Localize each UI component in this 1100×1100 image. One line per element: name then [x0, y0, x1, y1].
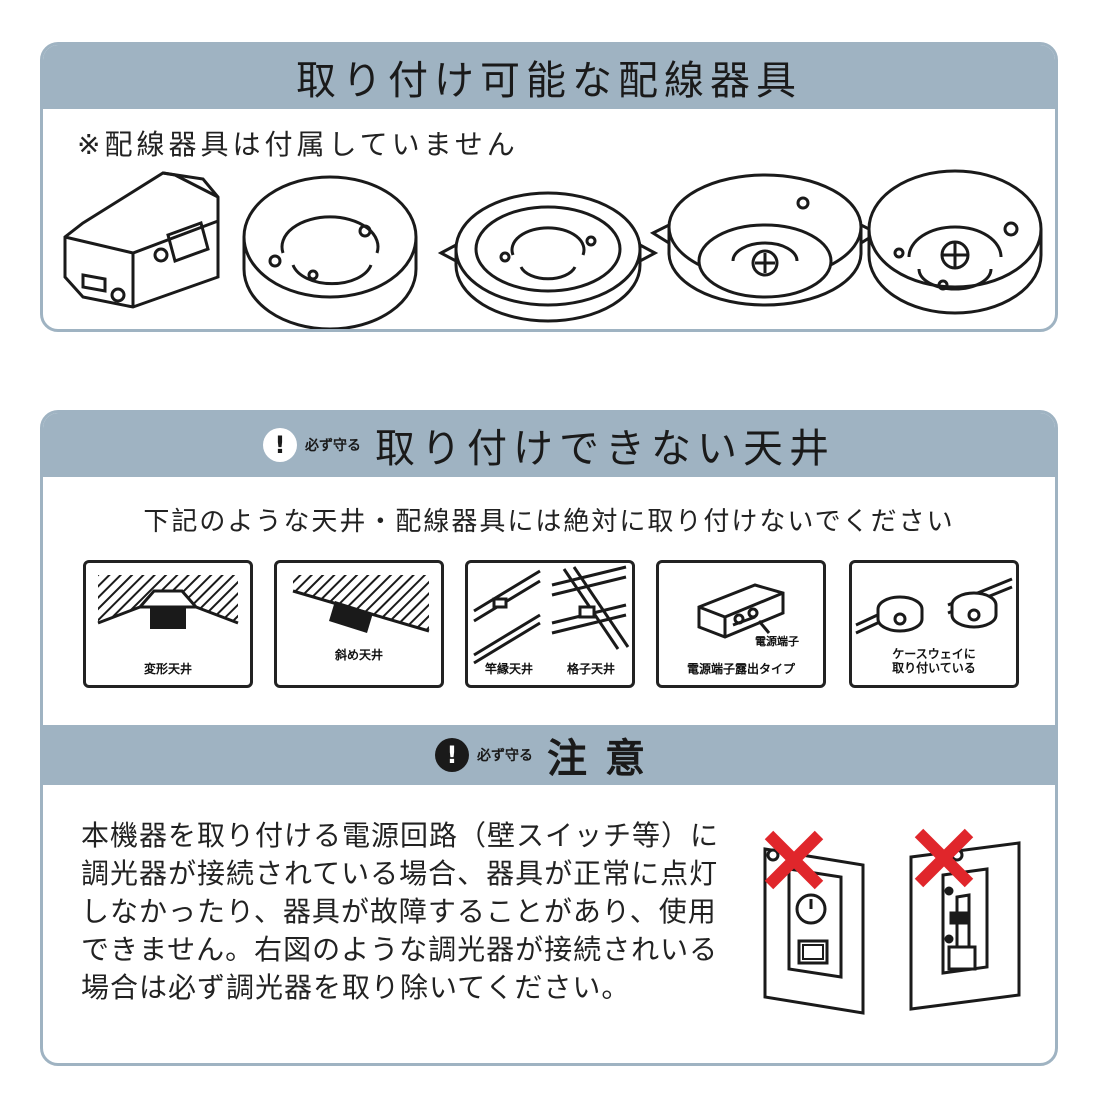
- caution-header: ! 必ず守る 注意: [43, 725, 1055, 785]
- dial-dimmer-switch-icon: [763, 847, 865, 1015]
- must-follow-label: 必ず守る: [305, 438, 361, 454]
- irregular-ceiling-icon: [97, 575, 239, 629]
- caution-exclamation-icon: !: [435, 738, 469, 772]
- not-included-note: ※配線器具は付属していません: [77, 128, 519, 161]
- prohibited-ceilings-panel: ! 必ず守る 取り付けできない天井 下記のような天井・配線器具には絶対に取り付け…: [40, 410, 1058, 1066]
- terminal-label: 電源端子: [755, 635, 799, 648]
- compatible-fixtures-title: 取り付け可能な配線器具: [296, 58, 802, 104]
- caution-title: 注意: [547, 736, 663, 782]
- card-exposed-terminal: 電源端子 電源端子露出タイプ: [656, 560, 826, 688]
- round-ceiling-plate-icon: [437, 191, 659, 323]
- sloped-ceiling-icon: [292, 575, 430, 633]
- prohibited-subtitle: 下記のような天井・配線器具には絶対に取り付けないでください: [143, 507, 955, 537]
- hook-ceiling-icon: [649, 173, 881, 307]
- fixture-illustrations: [63, 169, 1043, 329]
- caption-koushi: 格子天井: [566, 662, 615, 676]
- card-cableway: ケースウェイに 取り付いている: [849, 560, 1019, 688]
- caption-sloped: 斜め天井: [334, 648, 383, 662]
- card-sloped-ceiling: 斜め天井: [274, 560, 444, 688]
- slide-dimmer-switch-icon: [909, 841, 1021, 1011]
- card-irregular-ceiling: 変形天井: [83, 560, 253, 688]
- caption-cableway-line2: 取り付いている: [892, 661, 976, 675]
- round-hook-ceiling-icon: [867, 169, 1043, 315]
- prohibited-ceilings-header: ! 必ず守る 取り付けできない天井: [43, 413, 1055, 477]
- caution-paragraph: 本機器を取り付ける電源回路（壁スイッチ等）に調光器が接続されている場合、器具が正…: [81, 819, 720, 1004]
- compatible-fixtures-header: 取り付け可能な配線器具: [43, 45, 1055, 109]
- caution-must-mark: ! 必ず守る: [435, 738, 533, 772]
- prohibited-cross-icons: [764, 828, 974, 890]
- caution-must-label: 必ず守る: [477, 748, 533, 764]
- caption-beam: 竿縁天井 格子天井: [468, 660, 632, 677]
- exclamation-icon: !: [263, 428, 297, 462]
- caption-cableway-line1: ケースウェイに: [892, 647, 976, 661]
- must-follow-mark: ! 必ず守る: [263, 428, 361, 462]
- compatible-fixtures-panel: 取り付け可能な配線器具 ※配線器具は付属していません: [40, 42, 1058, 332]
- beam-ceiling-icon: [473, 565, 630, 665]
- caption-exposed: 電源端子露出タイプ: [686, 662, 795, 676]
- card-beam-ceiling: 竿縁天井 格子天井: [465, 560, 635, 688]
- caption-saobuchi: 竿縁天井: [484, 662, 533, 676]
- hikkake-rosette-icon: [63, 171, 220, 309]
- caption-cableway: ケースウェイに 取り付いている: [852, 647, 1016, 675]
- cableway-icon: [855, 577, 1013, 635]
- prohibited-ceilings-title: 取り付けできない天井: [375, 426, 835, 472]
- round-rosette-icon: [242, 175, 418, 329]
- exposed-terminal-icon: [697, 583, 785, 639]
- caption-irregular: 変形天井: [143, 662, 192, 676]
- dimmer-illustrations: [763, 828, 1021, 1015]
